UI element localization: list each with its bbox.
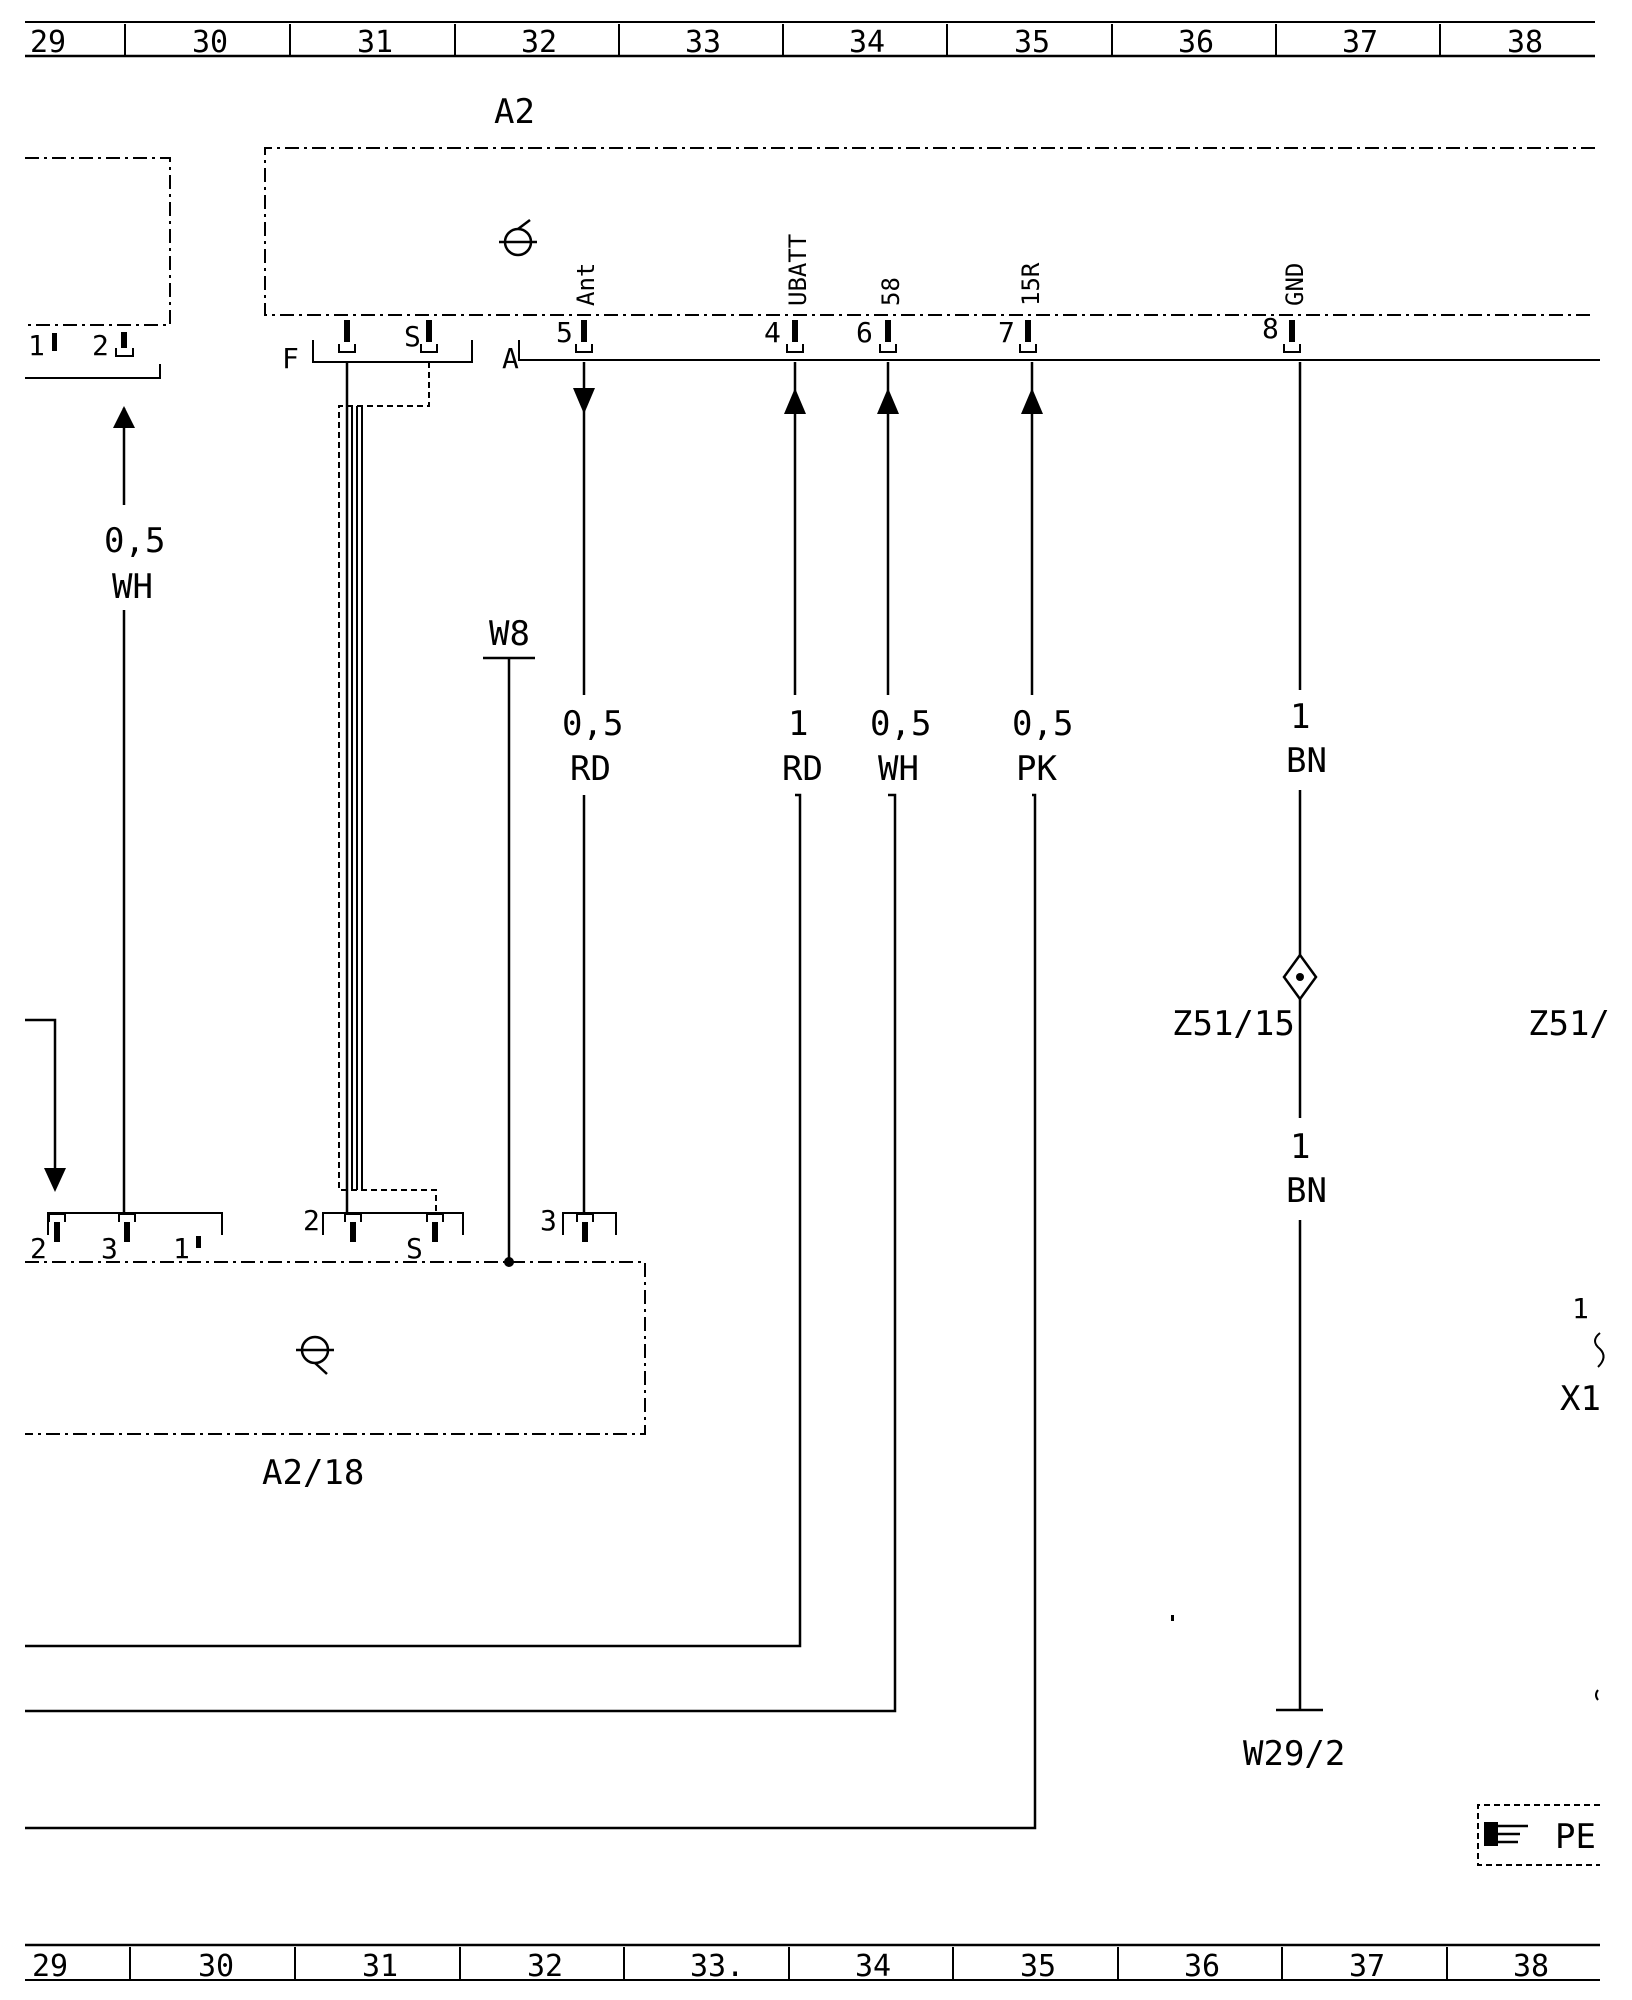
wire-58: 0,5 WH [25, 362, 931, 1713]
pin-label: 4 [764, 316, 781, 349]
signal-ubatt: UBATT [784, 234, 812, 306]
component-a2-label: A2 [494, 92, 535, 132]
wire-shielded-cable [338, 362, 437, 1215]
connector-a-label: A [502, 342, 519, 375]
wire-color: BN [1286, 1171, 1327, 1211]
wire-size: 0,5 [1012, 704, 1073, 744]
grid-label-bottom-32: 32 [527, 1949, 563, 1984]
grid-label-top-29: 29 [30, 25, 66, 60]
component-a2-18-label: A2/18 [262, 1453, 364, 1493]
connector-f-label: F [282, 342, 299, 375]
grid-label-top-33: 33 [685, 25, 721, 60]
wire-gnd: 1 BN 1 BN [1276, 362, 1327, 1712]
radio-transistor-icon [296, 1335, 334, 1375]
a2-connector-a: A 5 4 6 7 8 [502, 312, 1600, 375]
signal-58: 58 [877, 277, 905, 306]
grid-label-top-34: 34 [849, 25, 885, 60]
wire-size: 0,5 [870, 704, 931, 744]
wire-ubatt: 1 RD [25, 362, 823, 1648]
pin-label: 3 [540, 1204, 557, 1237]
a2-left-connector: 1 2 [25, 329, 161, 379]
wire-left-incoming [25, 1018, 66, 1192]
splice-diamond-icon [1282, 952, 1318, 1002]
pin-label: 2 [92, 329, 109, 362]
grid-label-bottom-29: 29 [32, 1949, 68, 1984]
wire-size: 0,5 [562, 704, 623, 744]
grid-label-bottom-30: 30 [198, 1949, 234, 1984]
w29-2-label: W29/2 [1243, 1734, 1345, 1774]
signal-15r: 15R [1017, 262, 1045, 306]
wire-color: PK [1016, 749, 1057, 789]
component-a2-18: 2 3 1 2 S 3 A2/18 [25, 1204, 646, 1493]
grid-label-top-31: 31 [357, 25, 393, 60]
wire-15r: 0,5 PK [25, 362, 1073, 1830]
x18-label: X1 [1560, 1379, 1601, 1419]
connector-s-label: S [406, 1232, 423, 1265]
w8-label: W8 [489, 614, 530, 654]
z51-15-label: Z51/15 [1172, 1004, 1295, 1044]
wire-size: 1 [788, 704, 808, 744]
wire-wh-left: 0,5 WH [104, 406, 165, 1215]
pin-label: 2 [303, 1204, 320, 1237]
top-grid-strip: 29 30 31 32 33 34 35 36 37 38 [25, 21, 1595, 60]
radio-transistor-icon [499, 219, 537, 257]
a2-connector-f: F S [282, 320, 473, 375]
signal-gnd: GND [1281, 263, 1309, 306]
wire-size: 1 [1290, 697, 1310, 737]
pin-label: 5 [556, 316, 573, 349]
x18-pin-label: 1 [1572, 1292, 1589, 1325]
wire-color: RD [782, 749, 823, 789]
pin-label: 7 [998, 316, 1015, 349]
grid-label-top-32: 32 [521, 25, 557, 60]
grid-label-bottom-31: 31 [362, 1949, 398, 1984]
grid-label-top-38: 38 [1507, 25, 1543, 60]
reference-note: PE [1477, 1804, 1600, 1866]
z51-partial-label: Z51/ [1528, 1004, 1610, 1044]
wire-size: 1 [1290, 1127, 1310, 1167]
grid-label-bottom-34: 34 [855, 1949, 891, 1984]
component-w8: W8 [483, 614, 535, 1267]
grid-label-top-35: 35 [1014, 25, 1050, 60]
grid-label-bottom-35: 35 [1020, 1949, 1056, 1984]
wire-color: BN [1286, 741, 1327, 781]
grid-label-bottom-33: 33. [690, 1949, 744, 1984]
pointing-hand-icon [1484, 1822, 1528, 1846]
grid-label-bottom-36: 36 [1184, 1949, 1220, 1984]
bottom-grid-strip: 29 30 31 32 33. 34 35 36 37 38 [25, 1943, 1600, 1984]
signal-names: Ant UBATT 58 15R GND [572, 234, 1309, 306]
note-text: PE [1555, 1817, 1596, 1857]
pin-label: 8 [1262, 312, 1279, 345]
grid-label-top-37: 37 [1342, 25, 1378, 60]
wire-color: RD [570, 749, 611, 789]
grid-label-bottom-37: 37 [1349, 1949, 1385, 1984]
pin-label: 6 [856, 316, 873, 349]
wire-color: WH [878, 749, 919, 789]
wire-ant: 0,5 RD [562, 362, 623, 1215]
wire-size: 0,5 [104, 521, 165, 561]
pin-label: 2 [30, 1232, 47, 1265]
grid-label-top-36: 36 [1178, 25, 1214, 60]
connector-s-label: S [404, 320, 421, 353]
signal-ant: Ant [572, 263, 600, 306]
pin-label: 1 [173, 1232, 190, 1265]
pin-label: 3 [101, 1232, 118, 1265]
component-x18-partial: 1 X1 [1560, 1292, 1605, 1419]
grid-label-top-30: 30 [192, 25, 228, 60]
component-a2: A2 [25, 92, 1595, 326]
wire-color: WH [112, 567, 153, 607]
pin-label: 1 [28, 329, 45, 362]
grid-label-bottom-38: 38 [1513, 1949, 1549, 1984]
